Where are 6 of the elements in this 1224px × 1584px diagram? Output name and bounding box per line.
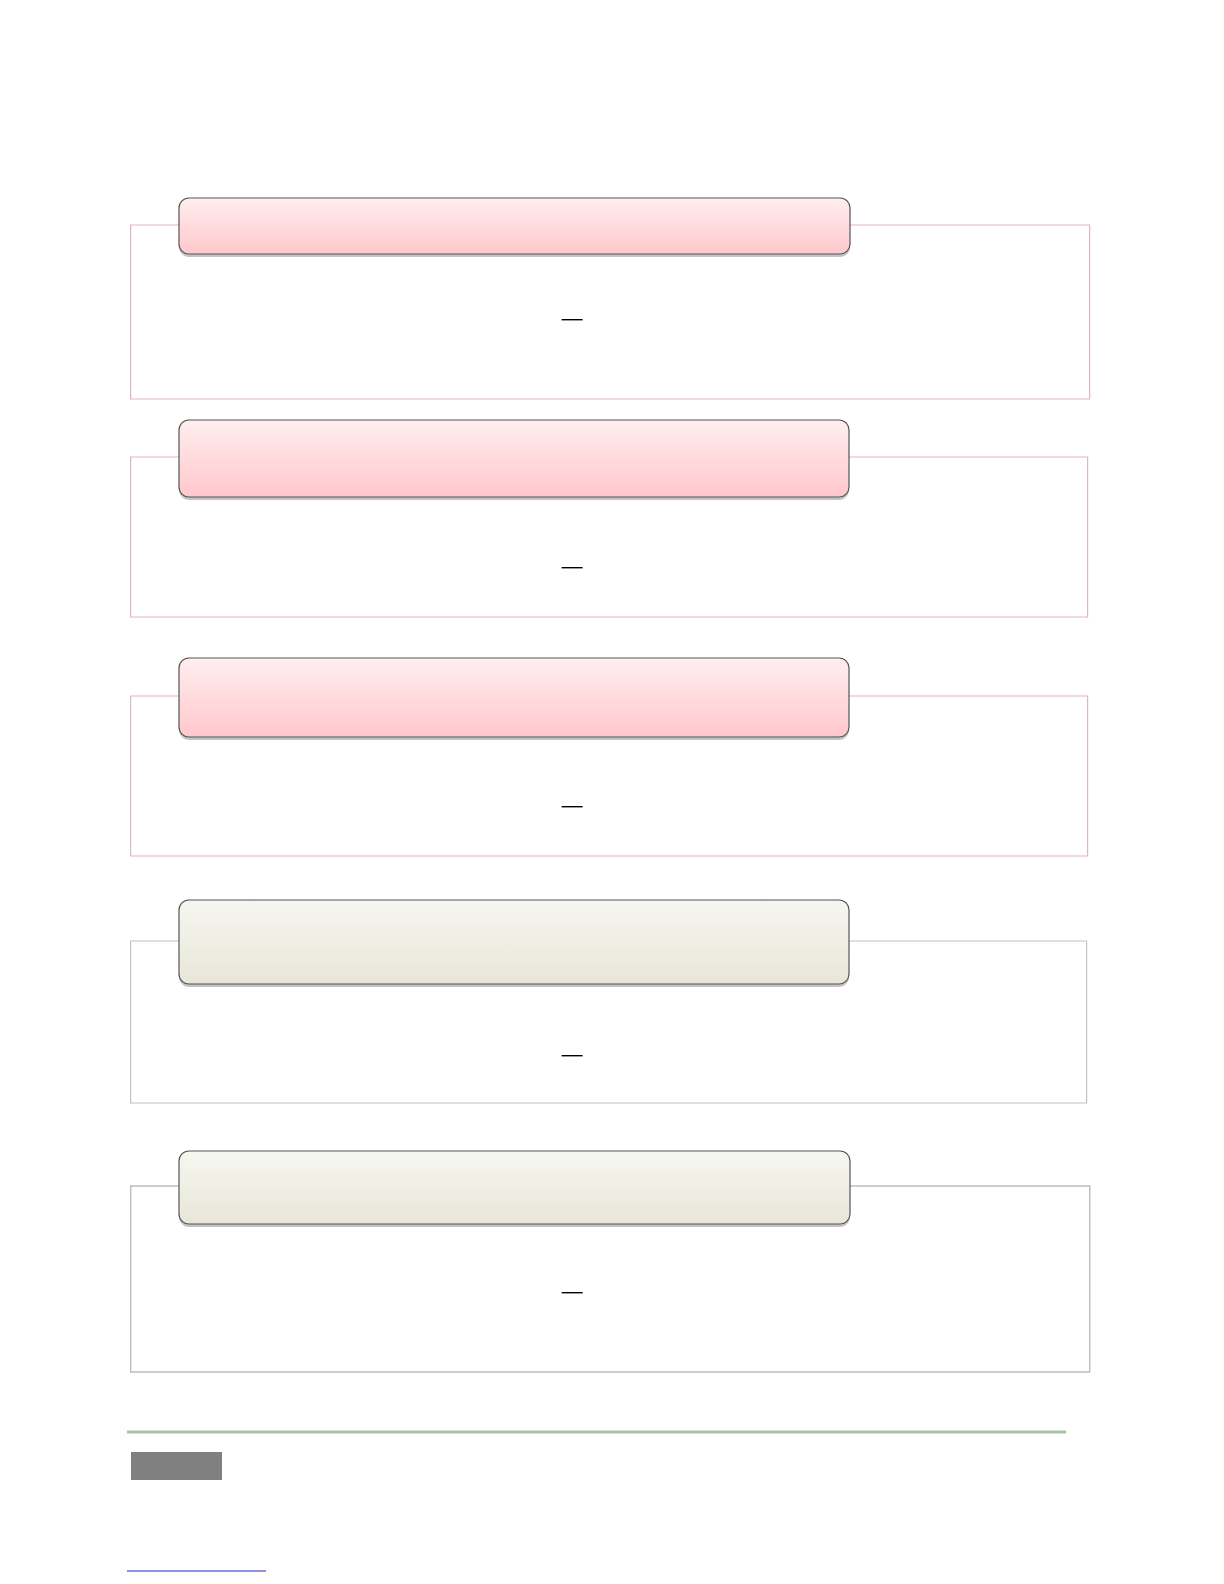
rounded-bar: [178, 1150, 851, 1227]
rounded-bar: [178, 657, 850, 740]
rounded-bar: [178, 419, 850, 500]
rounded-bar: [178, 197, 851, 257]
rounded-bar: [178, 899, 850, 987]
filled-block: [131, 1452, 222, 1480]
